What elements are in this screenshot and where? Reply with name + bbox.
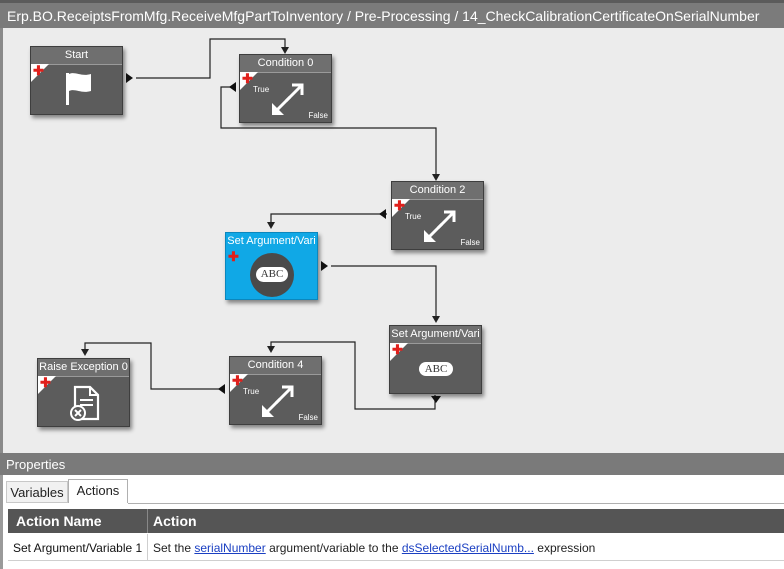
connector-condition2-true-to-setarg-a bbox=[270, 213, 387, 225]
add-icon[interactable]: ✚ bbox=[394, 198, 405, 213]
condition0-node[interactable]: Condition 0 ✚ True False bbox=[239, 54, 332, 123]
add-icon[interactable]: ✚ bbox=[228, 249, 239, 264]
false-label: False bbox=[460, 238, 480, 247]
abc-icon: ABC bbox=[419, 362, 453, 376]
tab-divider bbox=[128, 503, 784, 504]
action-cell: Set the serialNumber argument/variable t… bbox=[153, 541, 595, 555]
start-output-port[interactable] bbox=[126, 73, 133, 83]
add-icon[interactable]: ✚ bbox=[242, 71, 253, 86]
node-title: Set Argument/Vari bbox=[390, 326, 481, 344]
condition4-input-port[interactable] bbox=[218, 384, 225, 394]
column-separator bbox=[147, 509, 148, 533]
condition4-node[interactable]: Condition 4 ✚ True False bbox=[229, 356, 322, 425]
workflow-canvas[interactable]: Start ✚ Condition 0 ✚ True False Conditi… bbox=[0, 28, 784, 453]
designer-title-bar: Erp.BO.ReceiptsFromMfg.ReceiveMfgPartToI… bbox=[0, 0, 784, 28]
node-title: Raise Exception 0 bbox=[38, 359, 129, 377]
true-label: True bbox=[405, 212, 422, 221]
table-row[interactable]: Set Argument/Variable 1 Set the serialNu… bbox=[8, 534, 784, 561]
tab-actions[interactable]: Actions bbox=[68, 479, 128, 503]
column-header-action-name[interactable]: Action Name bbox=[16, 513, 102, 529]
connector-condition0-true-to-condition2 bbox=[220, 86, 437, 178]
false-label: False bbox=[298, 413, 318, 422]
properties-panel: Variables Actions Action Name Action Set… bbox=[0, 475, 784, 569]
flag-icon bbox=[66, 73, 91, 105]
condition2-node[interactable]: Condition 2 ✚ True False bbox=[391, 181, 484, 250]
tab-variables[interactable]: Variables bbox=[6, 481, 68, 503]
properties-header: Properties bbox=[0, 453, 784, 475]
document-error-icon bbox=[70, 385, 100, 421]
connector-setarg-a-to-setarg-b bbox=[331, 265, 437, 320]
node-corner bbox=[230, 374, 248, 392]
argument-link[interactable]: serialNumber bbox=[194, 541, 266, 555]
breadcrumb: Erp.BO.ReceiptsFromMfg.ReceiveMfgPartToI… bbox=[7, 8, 760, 24]
connector-setarg-b-to-condition4 bbox=[270, 341, 436, 410]
add-icon[interactable]: ✚ bbox=[392, 342, 403, 357]
raise-exception-node[interactable]: Raise Exception 0 ✚ bbox=[37, 358, 130, 427]
condition0-input-port[interactable] bbox=[229, 82, 236, 92]
node-corner bbox=[390, 343, 408, 361]
column-header-action[interactable]: Action bbox=[153, 513, 197, 529]
start-node[interactable]: Start ✚ bbox=[30, 46, 123, 115]
node-title: Condition 4 bbox=[230, 357, 321, 375]
node-corner bbox=[240, 72, 258, 90]
arrowhead bbox=[267, 346, 275, 353]
set-argument-node-a[interactable]: Set Argument/Vari ✚ ABC bbox=[225, 232, 318, 300]
true-label: True bbox=[243, 387, 260, 396]
add-icon[interactable]: ✚ bbox=[40, 375, 51, 390]
arrowhead bbox=[281, 47, 289, 54]
set-argument-node-b[interactable]: Set Argument/Vari ✚ ABC bbox=[389, 325, 482, 394]
node-title: Set Argument/Vari bbox=[226, 233, 317, 250]
cell-separator bbox=[147, 534, 148, 560]
node-title: Condition 0 bbox=[240, 55, 331, 73]
condition-arrows-icon bbox=[424, 210, 456, 242]
condition-arrows-icon bbox=[272, 83, 304, 115]
connector-start-to-condition0 bbox=[136, 38, 286, 79]
connector-condition4-true-to-exception bbox=[84, 342, 225, 390]
actions-grid-header: Action Name Action bbox=[8, 509, 784, 533]
properties-title: Properties bbox=[6, 457, 66, 472]
false-label: False bbox=[308, 111, 328, 120]
node-corner bbox=[31, 64, 49, 82]
connector-lines bbox=[81, 38, 440, 410]
add-icon[interactable]: ✚ bbox=[232, 373, 243, 388]
expression-link[interactable]: dsSelectedSerialNumb... bbox=[401, 541, 534, 555]
true-label: True bbox=[253, 85, 270, 94]
action-text-prefix: Set the bbox=[153, 541, 192, 555]
abc-icon: ABC bbox=[250, 253, 294, 297]
action-text-middle: argument/variable to the bbox=[269, 541, 399, 555]
arrowhead bbox=[432, 174, 440, 181]
action-text-suffix: expression bbox=[537, 541, 596, 555]
node-title: Start bbox=[31, 47, 122, 65]
node-corner bbox=[38, 376, 56, 394]
arrowhead bbox=[432, 316, 440, 323]
condition2-input-port[interactable] bbox=[379, 209, 386, 219]
node-corner bbox=[392, 199, 410, 217]
set-argument-b-output-port[interactable] bbox=[431, 396, 441, 403]
set-argument-a-output-port[interactable] bbox=[321, 261, 328, 271]
add-icon[interactable]: ✚ bbox=[33, 63, 44, 78]
condition-arrows-icon bbox=[262, 385, 294, 417]
arrowhead bbox=[81, 349, 89, 356]
action-name-cell: Set Argument/Variable 1 bbox=[13, 541, 143, 555]
node-title: Condition 2 bbox=[392, 182, 483, 200]
arrowhead bbox=[267, 222, 275, 229]
